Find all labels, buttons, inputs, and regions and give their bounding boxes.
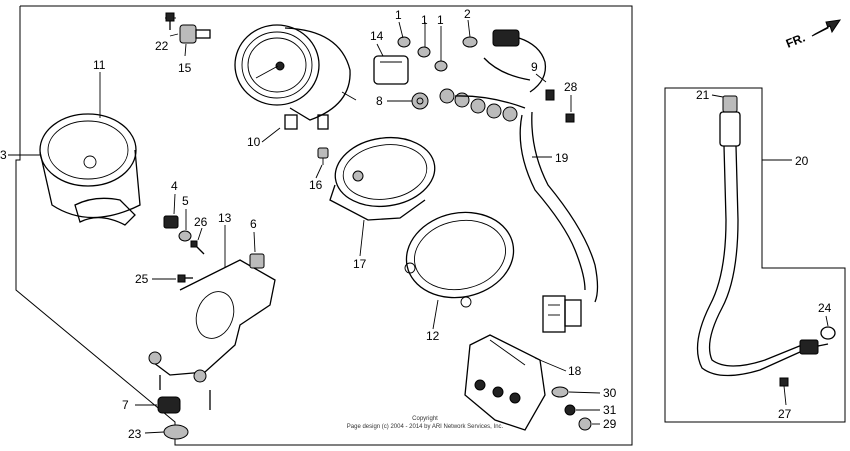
meter-case-11 (39, 113, 141, 226)
bulb-1b (417, 46, 431, 58)
screw-22 (165, 12, 175, 30)
callout-16: 16 (309, 178, 323, 192)
callout-19: 19 (555, 151, 569, 165)
front-arrow-icon: FR. (784, 19, 842, 51)
callout-12: 12 (426, 329, 440, 343)
callout-4: 4 (171, 179, 178, 193)
callout-1b: 1 (421, 13, 428, 27)
svg-text:FR.: FR. (784, 31, 807, 51)
gasket-12 (404, 211, 515, 308)
bulb-2 (462, 36, 478, 48)
callout-31: 31 (603, 403, 617, 417)
callout-29: 29 (603, 417, 617, 431)
callout-25: 25 (135, 272, 149, 286)
callout-23: 23 (128, 427, 142, 441)
callout-5: 5 (182, 194, 189, 208)
wire-harness-9 (439, 29, 555, 122)
callout-1c: 1 (437, 13, 444, 27)
bulb-1a (397, 36, 411, 48)
callout-8: 8 (376, 94, 383, 108)
washer-23 (163, 424, 189, 440)
nut-31 (564, 404, 576, 416)
callout-22: 22 (155, 39, 169, 53)
screw-28 (565, 113, 575, 123)
washer-5 (178, 230, 192, 242)
callout-15: 15 (178, 61, 192, 75)
bolt-25 (177, 274, 193, 283)
callout-18: 18 (568, 364, 582, 378)
main-frame (15, 5, 633, 446)
callout-28: 28 (564, 80, 578, 94)
callout-27: 27 (778, 407, 792, 421)
cable-19 (519, 111, 599, 333)
callout-30: 30 (603, 386, 617, 400)
bulb-1c (434, 60, 448, 72)
callout-24: 24 (818, 301, 832, 315)
bulb-16 (317, 147, 329, 165)
callout-26: 26 (194, 215, 208, 229)
callout-21: 21 (696, 88, 710, 102)
speedometer-10 (234, 24, 357, 130)
grommet-7 (157, 396, 181, 414)
callout-20: 20 (795, 154, 809, 168)
stay-13 (148, 259, 276, 410)
cable-frame (664, 87, 846, 423)
connector-14 (373, 55, 409, 85)
callout-1a: 1 (395, 8, 402, 22)
callout-14: 14 (370, 29, 384, 43)
callout-6: 6 (250, 217, 257, 231)
nut-6 (249, 253, 265, 269)
callout-7: 7 (122, 398, 129, 412)
copyright-line1: Copyright (412, 416, 438, 422)
callout-9: 9 (531, 60, 538, 74)
callout-3: 3 (0, 148, 7, 162)
bracket-17 (329, 136, 436, 221)
callout-11: 11 (93, 58, 106, 72)
nut-4 (163, 215, 179, 229)
leader-lines (8, 19, 829, 434)
callout-2: 2 (464, 7, 471, 21)
bolt-26 (190, 240, 205, 255)
grommet-8 (411, 92, 429, 110)
callout-10: 10 (247, 135, 261, 149)
washer-30 (551, 386, 569, 398)
callout-13: 13 (218, 211, 232, 225)
callout-17: 17 (353, 257, 367, 271)
housing-18 (464, 334, 546, 431)
sensor-15 (165, 17, 211, 44)
nut-29 (578, 417, 592, 431)
copyright-line2: Page design (c) 2004 - 2014 by ARI Netwo… (347, 424, 504, 430)
speedometer-cable-20 (696, 95, 836, 387)
